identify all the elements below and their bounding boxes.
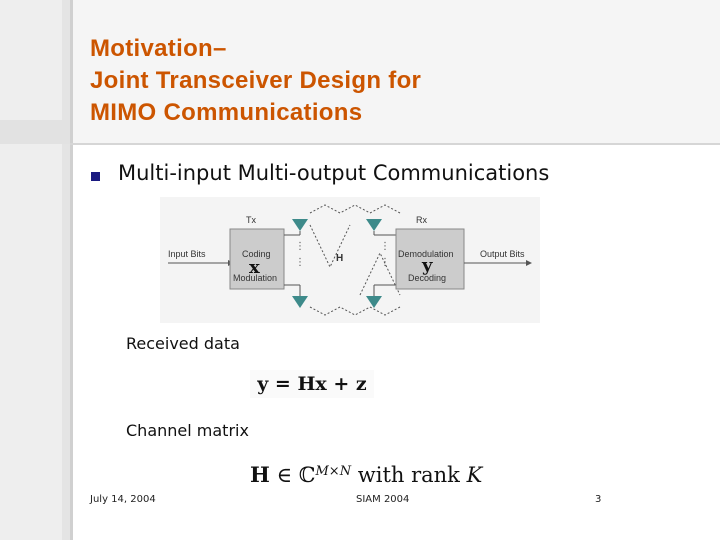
- footer-date: July 14, 2004: [90, 494, 156, 505]
- mimo-diagram-svg: Input Bits Tx Coding Modulation x ⋮ ⋮ H …: [168, 204, 532, 316]
- rx-dots: ⋮: [380, 241, 390, 252]
- title-divider: [70, 143, 720, 145]
- left-decor-accent: [0, 120, 70, 144]
- modulation-label: Modulation: [233, 273, 277, 283]
- channel-equation: H ∈ ℂM×N with rank K: [250, 460, 522, 490]
- mimo-diagram: Input Bits Tx Coding Modulation x ⋮ ⋮ H …: [160, 197, 540, 323]
- eq-with-rank: with rank: [357, 463, 460, 487]
- title-line-2: Joint Transceiver Design for: [90, 67, 422, 94]
- channel-matrix-label: Channel matrix: [126, 421, 249, 440]
- output-arrowhead: [526, 260, 532, 266]
- left-decor-band: [0, 0, 62, 540]
- received-data-label: Received data: [126, 334, 240, 353]
- decoding-label: Decoding: [408, 273, 446, 283]
- rx-label: Rx: [416, 215, 427, 225]
- tx-dots-2: ⋮: [295, 257, 305, 268]
- footer-page-number: 3: [595, 494, 602, 505]
- channel-h-label: H: [336, 253, 343, 264]
- eq-dims: M×N: [315, 464, 352, 479]
- channel-path-top: [309, 204, 401, 214]
- title-background: [73, 0, 720, 145]
- left-decor-band-2: [62, 0, 70, 540]
- x-symbol: x: [249, 257, 260, 278]
- left-decor-line: [70, 0, 73, 540]
- tx-antenna-bottom-icon: [292, 296, 308, 308]
- rx-antenna-top-icon: [366, 219, 382, 231]
- tx-dots: ⋮: [295, 241, 305, 252]
- channel-path-cross-1: [309, 224, 351, 269]
- rx-antenna-bottom-icon: [366, 296, 382, 308]
- tx-antenna-top-icon: [292, 219, 308, 231]
- received-equation: y = Hx + z: [250, 370, 374, 398]
- title-line-1: Motivation–: [90, 35, 227, 62]
- rx-dots-2: ⋮: [380, 257, 390, 268]
- y-symbol: y: [421, 255, 433, 276]
- tx-label: Tx: [246, 215, 256, 225]
- eq-complex: ℂ: [298, 463, 316, 487]
- demodulation-label: Demodulation: [398, 249, 454, 259]
- slide-title: Motivation– Joint Transceiver Design for…: [90, 33, 690, 129]
- bullet-square-icon: [91, 172, 100, 181]
- eq-in: ∈: [276, 463, 293, 487]
- rx-box: [395, 228, 465, 290]
- coding-label: Coding: [242, 249, 271, 259]
- bullet-text: Multi-input Multi-output Communications: [118, 161, 550, 185]
- tx-box: [229, 228, 285, 290]
- title-line-3: MIMO Communications: [90, 99, 363, 126]
- output-bits-label: Output Bits: [480, 249, 525, 259]
- channel-path-bottom: [309, 306, 401, 316]
- eq-k: K: [466, 463, 483, 487]
- input-bits-label: Input Bits: [168, 249, 206, 259]
- footer-venue: SIAM 2004: [356, 494, 410, 505]
- eq-h: H: [250, 462, 270, 487]
- channel-path-cross-2: [359, 251, 401, 296]
